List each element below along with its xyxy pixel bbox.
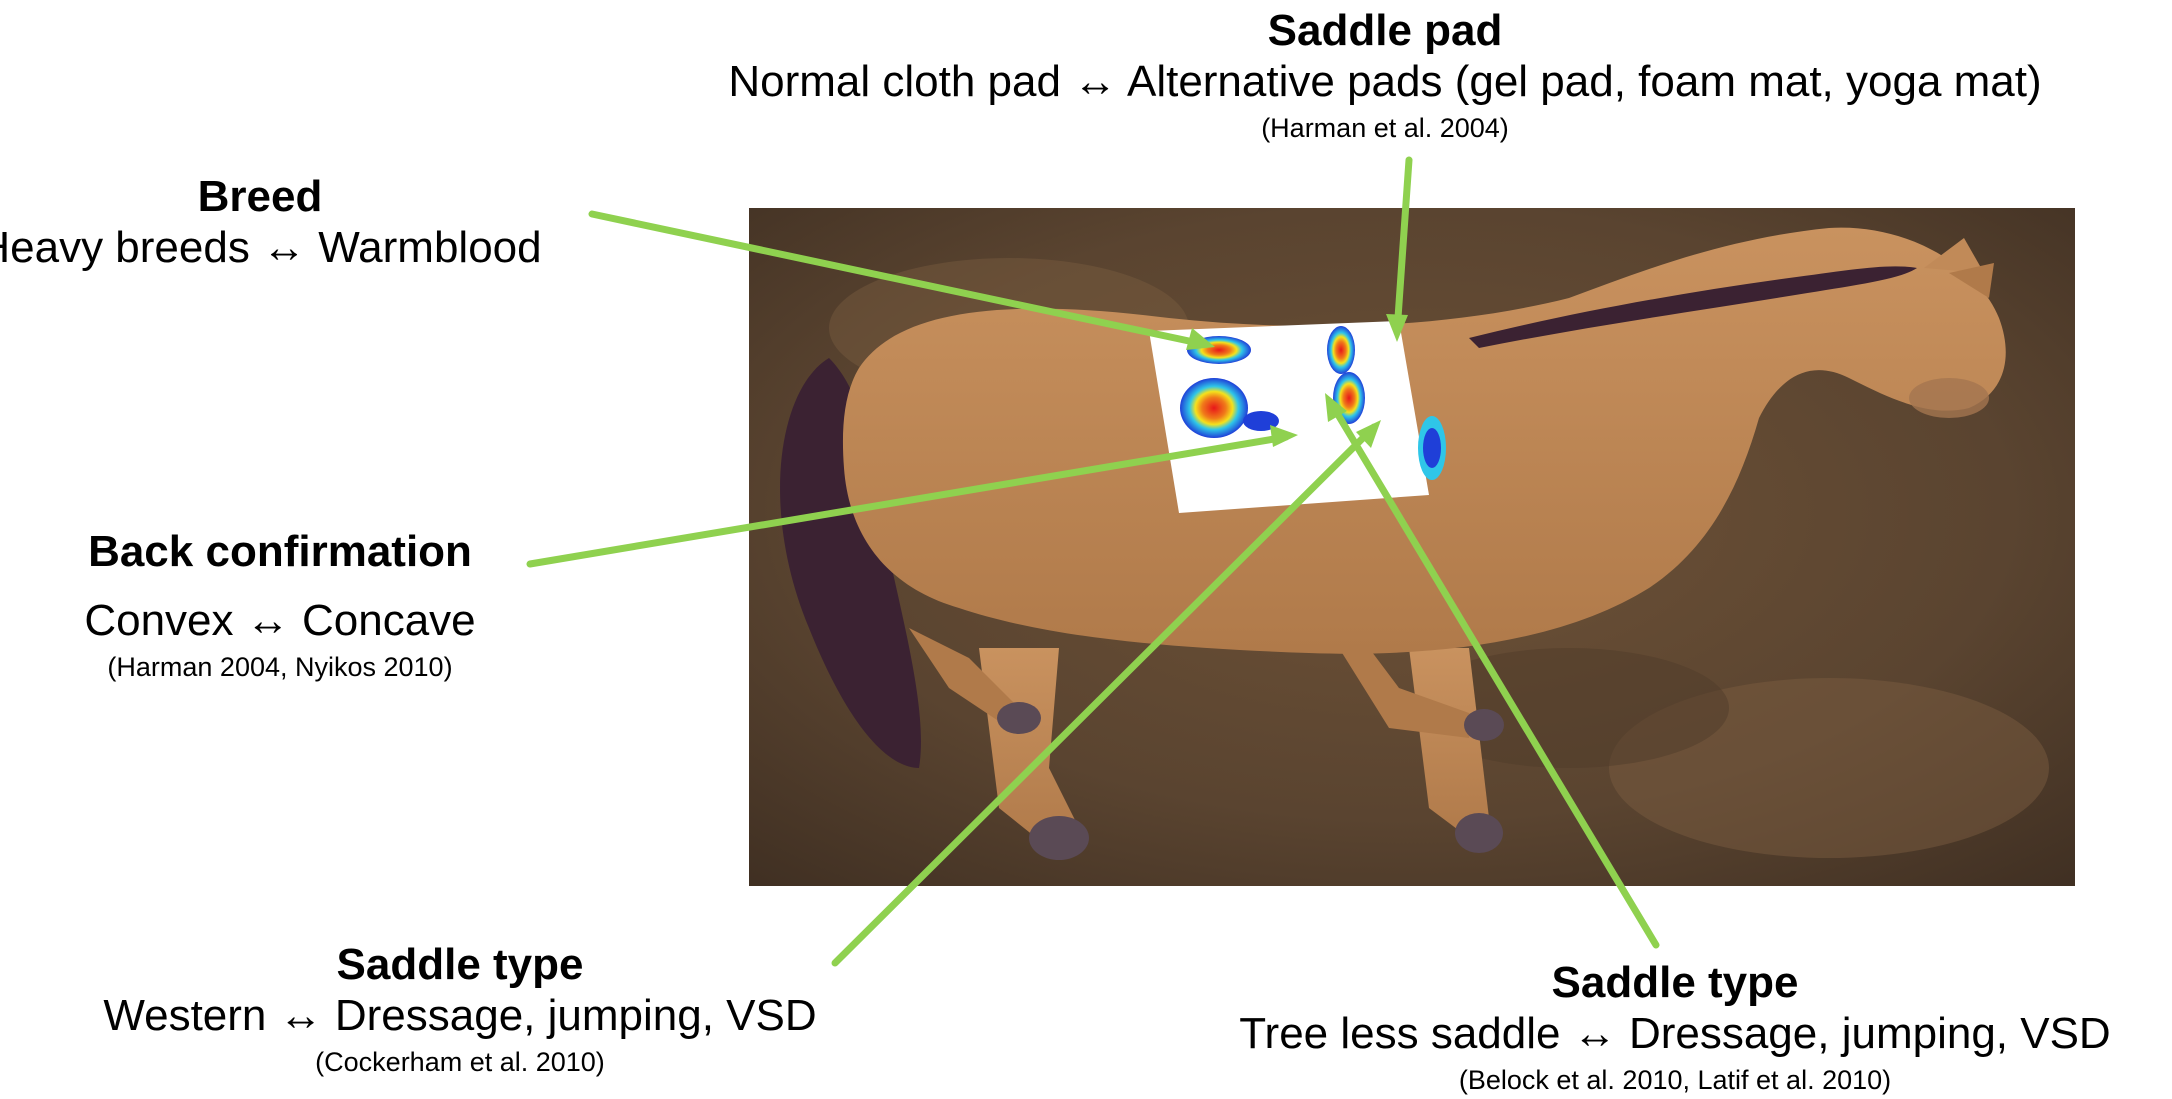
breed-description: Heavy breeds ↔ Warmblood [0,223,560,274]
saddle-type-left-description: Western ↔ Dressage, jumping, VSD [40,991,880,1042]
back-conformation-description: Convex ↔ Concave [30,596,530,647]
arrow-saddle-type-left [835,427,1374,963]
saddle-pad-title: Saddle pad [660,6,2110,57]
arrow-saddle-type-right [1331,403,1656,945]
saddle-pad-description: Normal cloth pad ↔ Alternative pads (gel… [660,57,2110,108]
arrow-breed [592,214,1203,344]
back-conformation-reference: (Harman 2004, Nyikos 2010) [30,652,530,683]
back-conformation-title: Back confirmation [30,527,530,578]
label-saddle-type-left: Saddle type Western ↔ Dressage, jumping,… [40,940,880,1078]
label-back-conformation: Back confirmation Convex ↔ Concave (Harm… [30,527,530,683]
saddle-type-left-title: Saddle type [40,940,880,991]
saddle-type-left-reference: (Cockerham et al. 2010) [40,1047,880,1078]
label-saddle-pad: Saddle pad Normal cloth pad ↔ Alternativ… [660,6,2110,144]
label-breed: Breed Heavy breeds ↔ Warmblood [0,172,560,273]
saddle-type-right-description: Tree less saddle ↔ Dressage, jumping, VS… [1195,1009,2155,1060]
breed-title: Breed [0,172,560,223]
saddle-type-right-title: Saddle type [1195,958,2155,1009]
arrow-saddle-pad [1397,160,1409,332]
label-saddle-type-right: Saddle type Tree less saddle ↔ Dressage,… [1195,958,2155,1096]
saddle-type-right-reference: (Belock et al. 2010, Latif et al. 2010) [1195,1065,2155,1096]
saddle-pad-reference: (Harman et al. 2004) [660,113,2110,144]
arrow-back-conformation [530,437,1286,564]
